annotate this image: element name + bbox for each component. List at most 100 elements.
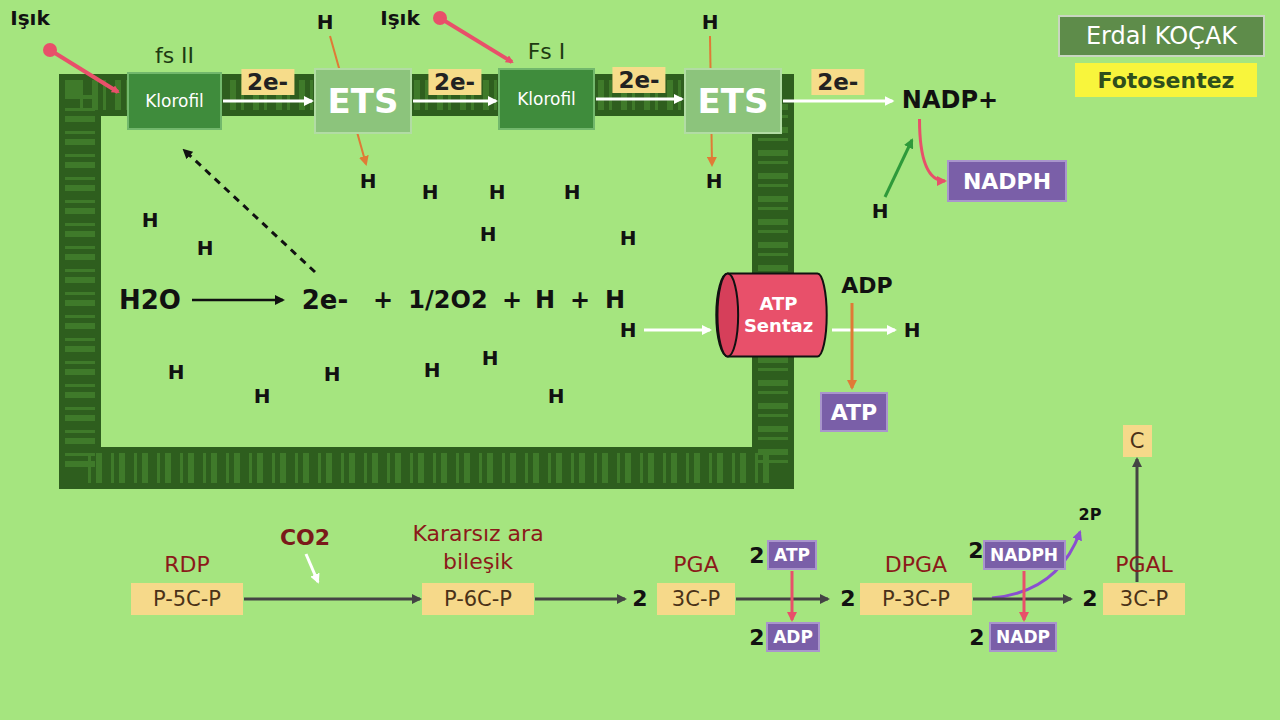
node-heading: PGAL — [1115, 552, 1173, 577]
connector — [244, 598, 420, 601]
membrane-texture — [80, 95, 773, 468]
node-text: ATP — [774, 545, 810, 565]
phosphate-label: 2P — [1079, 505, 1102, 524]
node-heading: PGA — [673, 552, 718, 577]
connector — [596, 98, 682, 101]
proton-arrow — [885, 140, 912, 197]
node-text: Klorofil — [145, 91, 204, 111]
proton-label: H — [564, 180, 581, 204]
edge-label: 2e- — [428, 69, 481, 95]
node-text: ETS — [328, 81, 399, 121]
connector — [413, 100, 496, 103]
molecule-box: C — [1123, 425, 1152, 457]
connector — [1023, 571, 1026, 620]
cofactor-box: ATP — [767, 540, 817, 570]
node-heading: RDP — [164, 552, 210, 577]
proton-label: H — [197, 236, 214, 260]
proton-label: H — [422, 180, 439, 204]
coefficient: 2 — [632, 586, 647, 611]
connector — [791, 571, 794, 620]
cofactor-box: NADP — [989, 622, 1057, 652]
molecule-label: ADP — [841, 273, 892, 298]
light-label: Işık — [380, 6, 420, 30]
node-text: Fotosentez — [1098, 68, 1235, 93]
coefficient: 2 — [840, 586, 855, 611]
node-text: NADPH — [990, 545, 1058, 565]
co2-arrow — [306, 554, 318, 582]
proton-flow — [832, 329, 895, 332]
proton-label: H — [489, 180, 506, 204]
connector — [736, 598, 828, 601]
reaction-arrow — [192, 299, 283, 302]
node-text: Klorofil — [517, 89, 576, 109]
connector — [783, 100, 893, 103]
node-text: C — [1130, 429, 1145, 453]
proton-label: H — [548, 384, 565, 408]
chlorophyll-box: Fs IKlorofil — [498, 68, 595, 130]
cofactor-box: ADP — [766, 622, 820, 652]
node-text: 3C-P — [672, 587, 720, 611]
equation-term: + — [373, 286, 393, 314]
proton-label: H — [706, 169, 723, 193]
node-heading: fs II — [155, 43, 194, 68]
light-arrow — [50, 50, 118, 92]
node-heading: Kararsız ara bileşik — [383, 520, 573, 577]
proton-label: H — [168, 360, 185, 384]
proton-flow — [644, 329, 710, 332]
coefficient: 2 — [968, 538, 983, 563]
molecule-box: RDPP-5C-P — [131, 583, 243, 615]
edge-label: 2e- — [241, 69, 294, 95]
light-label: Işık — [10, 6, 50, 30]
node-text: ATP Sentaz — [730, 293, 814, 338]
chlorophyll-box: fs IIKlorofil — [127, 72, 222, 130]
proton-label: H — [482, 346, 499, 370]
coefficient: 2 — [969, 625, 984, 650]
node-text: NADP+ — [902, 86, 998, 114]
product-box: ATP — [820, 392, 888, 432]
molecule-box: Kararsız ara bileşikP-6C-P — [422, 583, 534, 615]
equation-term: + — [570, 286, 590, 314]
topic-box: Fotosentez — [1075, 63, 1257, 97]
molecule-box: PGA3C-P — [657, 583, 735, 615]
equation-term: + — [502, 286, 522, 314]
thylakoid-membrane — [80, 95, 773, 468]
proton-label: H — [317, 10, 334, 34]
node-text: Erdal KOÇAK — [1086, 22, 1237, 50]
proton-label: H — [360, 169, 377, 193]
adp-arrow — [851, 303, 854, 388]
electron-arrow — [184, 150, 315, 272]
coefficient: 2 — [1082, 586, 1097, 611]
equation-term: 2e- — [302, 285, 349, 315]
proton-label: H — [904, 318, 921, 342]
node-heading: Fs I — [528, 39, 566, 64]
proton-label: H — [620, 318, 637, 342]
light-arrow — [440, 18, 512, 62]
ets-box: ETS — [684, 68, 782, 134]
proton-label: H — [324, 362, 341, 386]
proton-label: H — [620, 226, 637, 250]
node-text: 3C-P — [1120, 587, 1168, 611]
node-text: P-6C-P — [444, 587, 512, 611]
connector — [920, 119, 946, 181]
node-text: NADP — [996, 627, 1050, 647]
coefficient: 2 — [749, 625, 764, 650]
proton-label: H — [424, 358, 441, 382]
cofactor-box: NADPH — [983, 540, 1066, 570]
author-box: Erdal KOÇAK — [1058, 15, 1265, 57]
connector — [535, 598, 625, 601]
ets-box: ETS — [314, 68, 412, 134]
molecule-label: CO2 — [280, 525, 330, 550]
molecule-box: DPGAP-3C-P — [860, 583, 972, 615]
equation-term: H — [605, 286, 625, 314]
node-text: ATP — [831, 400, 877, 425]
edge-label: 2e- — [612, 67, 665, 93]
node-text: NADPH — [963, 169, 1051, 194]
equation-term: H — [535, 286, 555, 314]
node-text: P-5C-P — [153, 587, 221, 611]
proton-label: H — [142, 208, 159, 232]
node-text: P-3C-P — [882, 587, 950, 611]
atp-synthase: ATP Sentaz — [714, 270, 829, 360]
edge-label: 2e- — [811, 69, 864, 95]
proton-label: H — [480, 222, 497, 246]
proton-label: H — [702, 10, 719, 34]
